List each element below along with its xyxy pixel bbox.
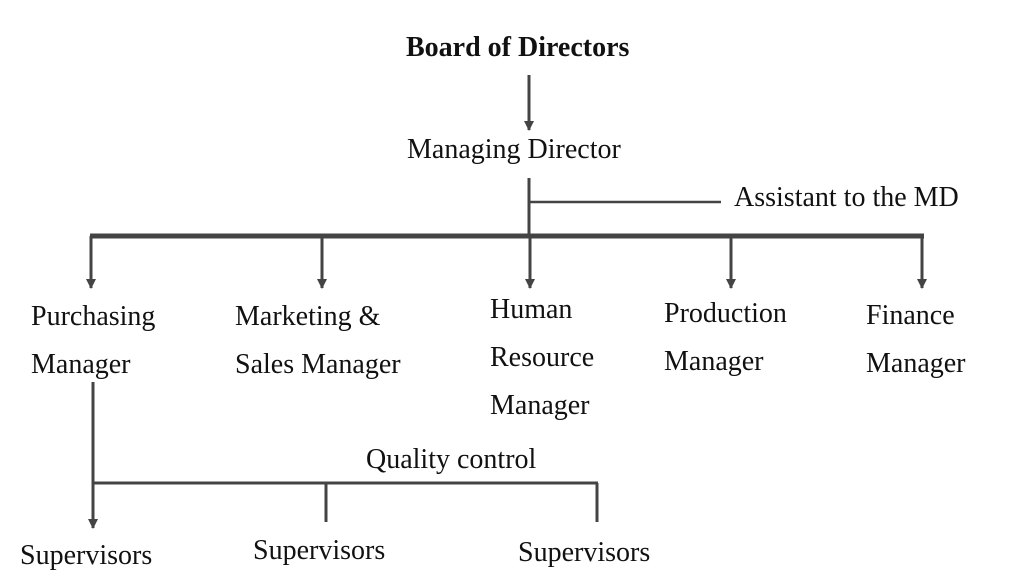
- purchasing-manager-label: Purchasing Manager: [31, 301, 156, 380]
- assistant-to-md-label: Assistant to the MD: [734, 182, 959, 213]
- marketing-sales-manager-label: Marketing & Sales Manager: [235, 301, 401, 380]
- board-of-directors-label: Board of Directors: [406, 32, 630, 63]
- supervisors-label-3: Supervisors: [518, 537, 651, 568]
- production-manager-label: Production Manager: [664, 298, 787, 377]
- supervisors-label-1: Supervisors: [20, 540, 153, 571]
- managing-director-label: Managing Director: [407, 134, 621, 165]
- quality-control-label: Quality control: [366, 444, 537, 475]
- finance-manager-label: Finance Manager: [866, 300, 966, 379]
- hr-manager-label: Human Resource Manager: [490, 294, 595, 421]
- supervisors-label-2: Supervisors: [253, 535, 386, 566]
